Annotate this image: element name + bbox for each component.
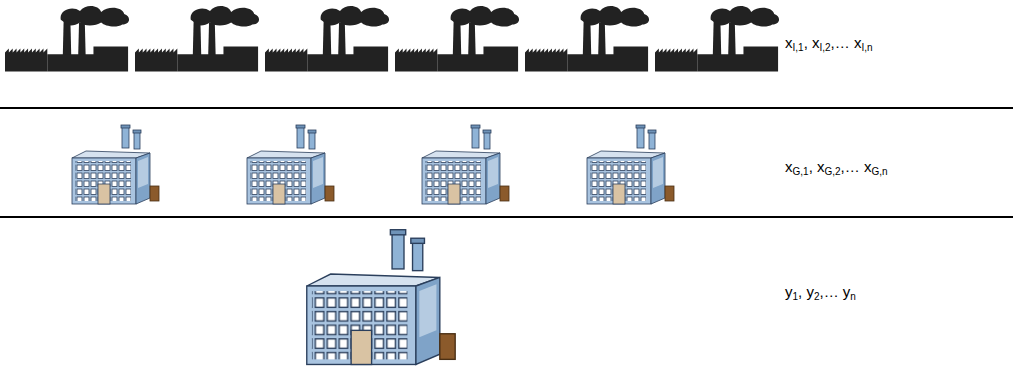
- large-building-icon: [307, 230, 455, 365]
- variable-label: xI,1, xI,2,… xI,n: [785, 34, 873, 51]
- row-divider: [0, 216, 1013, 218]
- building-icon: [72, 125, 159, 204]
- factory-icon: [395, 6, 519, 72]
- factory-icon: [135, 6, 259, 72]
- row-divider: [0, 107, 1013, 109]
- variable-label: xG,1, xG,2,… xG,n: [785, 158, 888, 175]
- factory-icon: [265, 6, 389, 72]
- building-icon: [587, 125, 674, 204]
- building-icon: [422, 125, 509, 204]
- factory-icon: [5, 6, 129, 72]
- variable-label: y1, y2,… yn: [785, 283, 856, 300]
- factory-icon: [525, 6, 649, 72]
- factory-icon: [655, 6, 779, 72]
- building-icon: [247, 125, 334, 204]
